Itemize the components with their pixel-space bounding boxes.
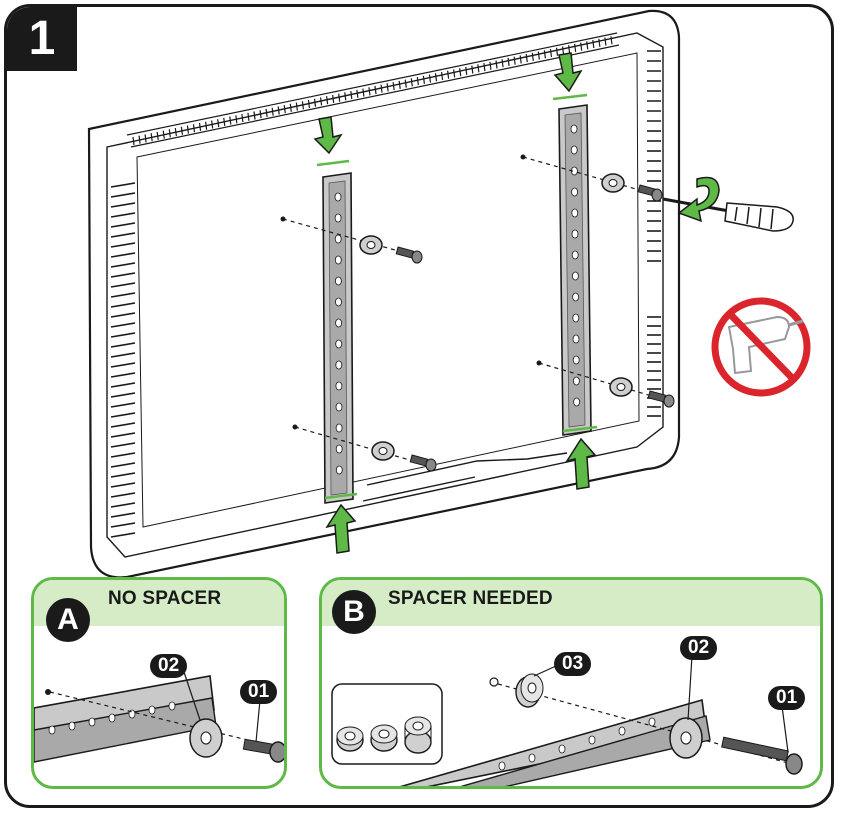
panel-no-spacer: A NO SPACER 02 01 — [31, 577, 287, 789]
stand-slot — [362, 452, 568, 502]
panel-b-title: SPACER NEEDED — [388, 588, 553, 609]
tv-assembly-illustration — [87, 9, 811, 579]
bracket-segment — [399, 698, 711, 786]
mounting-bracket-right — [552, 93, 598, 436]
hardware-lower-right — [536, 360, 675, 408]
step-number-badge: 1 — [7, 7, 77, 71]
washer-icon — [609, 377, 633, 397]
spacer-icon — [404, 716, 432, 754]
mounting-bracket-left — [316, 159, 358, 504]
washer-icon — [359, 235, 383, 255]
panel-b-header — [322, 580, 820, 626]
washer-icon — [371, 441, 395, 461]
tv-back — [87, 9, 681, 579]
part-label-washer: 02 — [150, 654, 188, 678]
washer-icon — [189, 718, 223, 758]
spacer-icon — [370, 724, 398, 752]
spacer-icon — [515, 673, 544, 708]
washer-icon — [669, 717, 703, 759]
hardware-upper-right — [520, 154, 663, 202]
panel-b-illustration — [331, 655, 803, 786]
spacer-set-inset — [331, 683, 443, 765]
panel-a-illustration — [34, 671, 284, 763]
panel-a-letter: A — [46, 598, 90, 642]
hardware-upper-left — [280, 216, 423, 264]
part-label-screw: 01 — [768, 686, 806, 710]
washer-icon — [601, 173, 625, 193]
spacer-icon — [336, 726, 364, 752]
down-arrow-icon — [553, 52, 583, 93]
hardware-lower-left — [292, 424, 437, 472]
side-vent-left — [110, 182, 136, 538]
rotate-arrow-icon — [677, 176, 720, 223]
panel-b-letter: B — [332, 590, 376, 634]
part-label-screw: 01 — [240, 680, 278, 704]
screw-icon — [637, 184, 663, 202]
bracket-segment — [34, 675, 217, 763]
panel-a-title: NO SPACER — [108, 588, 222, 609]
instruction-step-frame: 1 A NO SPACER 02 01 B SPACER NEEDED — [4, 4, 834, 808]
screw-icon — [242, 738, 284, 763]
screw-icon — [409, 454, 437, 472]
panel-spacer-needed: B SPACER NEEDED — [319, 577, 823, 789]
screw-icon — [647, 390, 675, 408]
up-arrow-icon — [325, 503, 357, 554]
screw-icon — [395, 246, 423, 264]
down-arrow-icon — [313, 116, 343, 155]
part-label-washer: 02 — [680, 636, 718, 660]
up-arrow-icon — [565, 437, 597, 490]
part-label-spacer: 03 — [554, 652, 592, 676]
no-power-drill-icon — [711, 297, 811, 397]
screw-icon — [721, 736, 803, 775]
